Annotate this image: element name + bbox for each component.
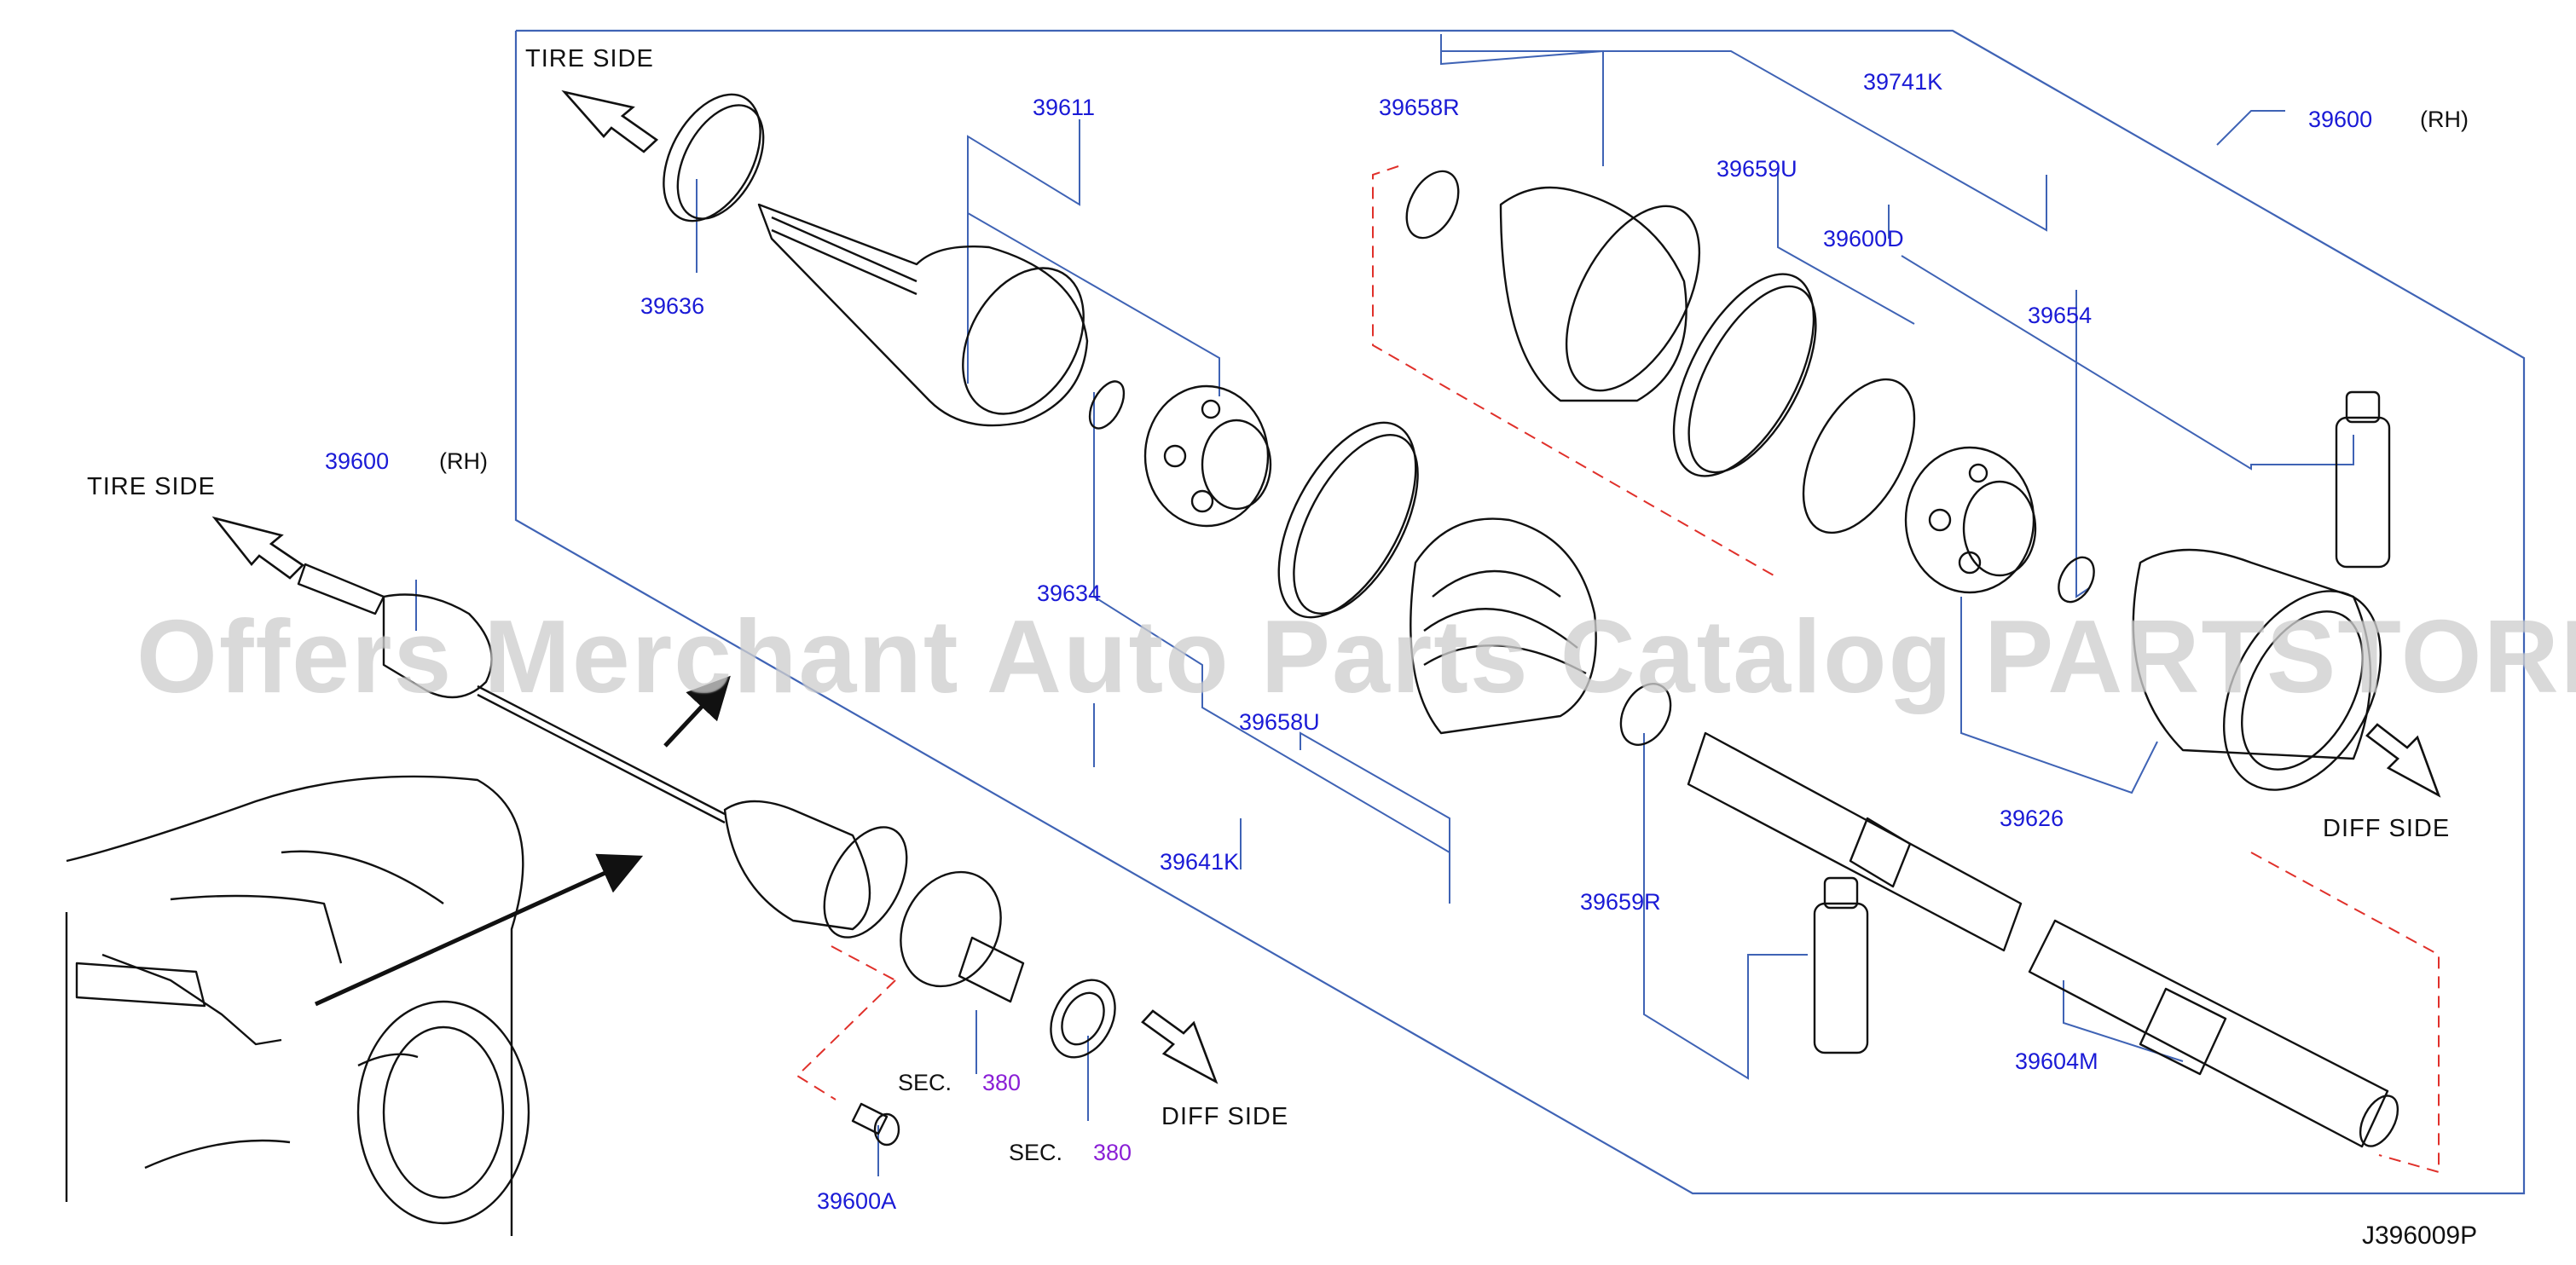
leader-lines xyxy=(415,34,2354,1176)
rh-qualifier-left: (RH) xyxy=(439,448,488,474)
part-39611-label[interactable]: 39611 xyxy=(1033,95,1096,120)
part-39626-label[interactable]: 39626 xyxy=(2000,806,2064,831)
assembly-frame xyxy=(514,29,2526,1195)
part-39634-label[interactable]: 39634 xyxy=(1037,581,1102,606)
part-39604M-label[interactable]: 39604M xyxy=(2015,1048,2098,1074)
watermark: Offers Merchant Auto Parts Catalog PARTS… xyxy=(136,598,2576,714)
diagram-code: J396009P xyxy=(2362,1222,2478,1250)
part-39658R-label[interactable]: 39658R xyxy=(1379,95,1460,120)
diff-side-label-right: DIFF SIDE xyxy=(2323,815,2451,842)
part-39659U-label[interactable]: 39659U xyxy=(1716,156,1797,182)
part-39641K-label[interactable]: 39641K xyxy=(1160,849,1240,875)
part-39659R-label[interactable]: 39659R xyxy=(1580,889,1661,915)
part-39600D-label[interactable]: 39600D xyxy=(1823,226,1904,251)
part-39600A-label[interactable]: 39600A xyxy=(817,1188,897,1214)
sec-ref-1-label: SEC. xyxy=(898,1070,952,1095)
part-39741K-label[interactable]: 39741K xyxy=(1863,69,1943,95)
rh-qualifier-main: (RH) xyxy=(2420,107,2469,132)
sec-ref-2-label: SEC. xyxy=(1009,1140,1063,1165)
direction-arrows xyxy=(211,90,2441,1084)
sec-ref-2-number[interactable]: 380 xyxy=(1093,1140,1132,1165)
part-39600-main-label[interactable]: 39600 xyxy=(2308,107,2373,132)
part-shapes xyxy=(65,93,2399,1236)
part-39636-label[interactable]: 39636 xyxy=(640,293,705,319)
relation-lines xyxy=(796,165,2440,1174)
part-39600-left-label[interactable]: 39600 xyxy=(325,448,390,474)
tire-side-label-left: TIRE SIDE xyxy=(87,473,216,500)
part-39658U-label[interactable]: 39658U xyxy=(1239,709,1320,735)
part-39654-label[interactable]: 39654 xyxy=(2028,303,2093,328)
pointer-arrows xyxy=(314,675,731,1007)
tire-side-label-top: TIRE SIDE xyxy=(525,45,654,72)
sec-ref-1-number[interactable]: 380 xyxy=(982,1070,1022,1095)
diff-side-label-bottom: DIFF SIDE xyxy=(1161,1103,1289,1130)
